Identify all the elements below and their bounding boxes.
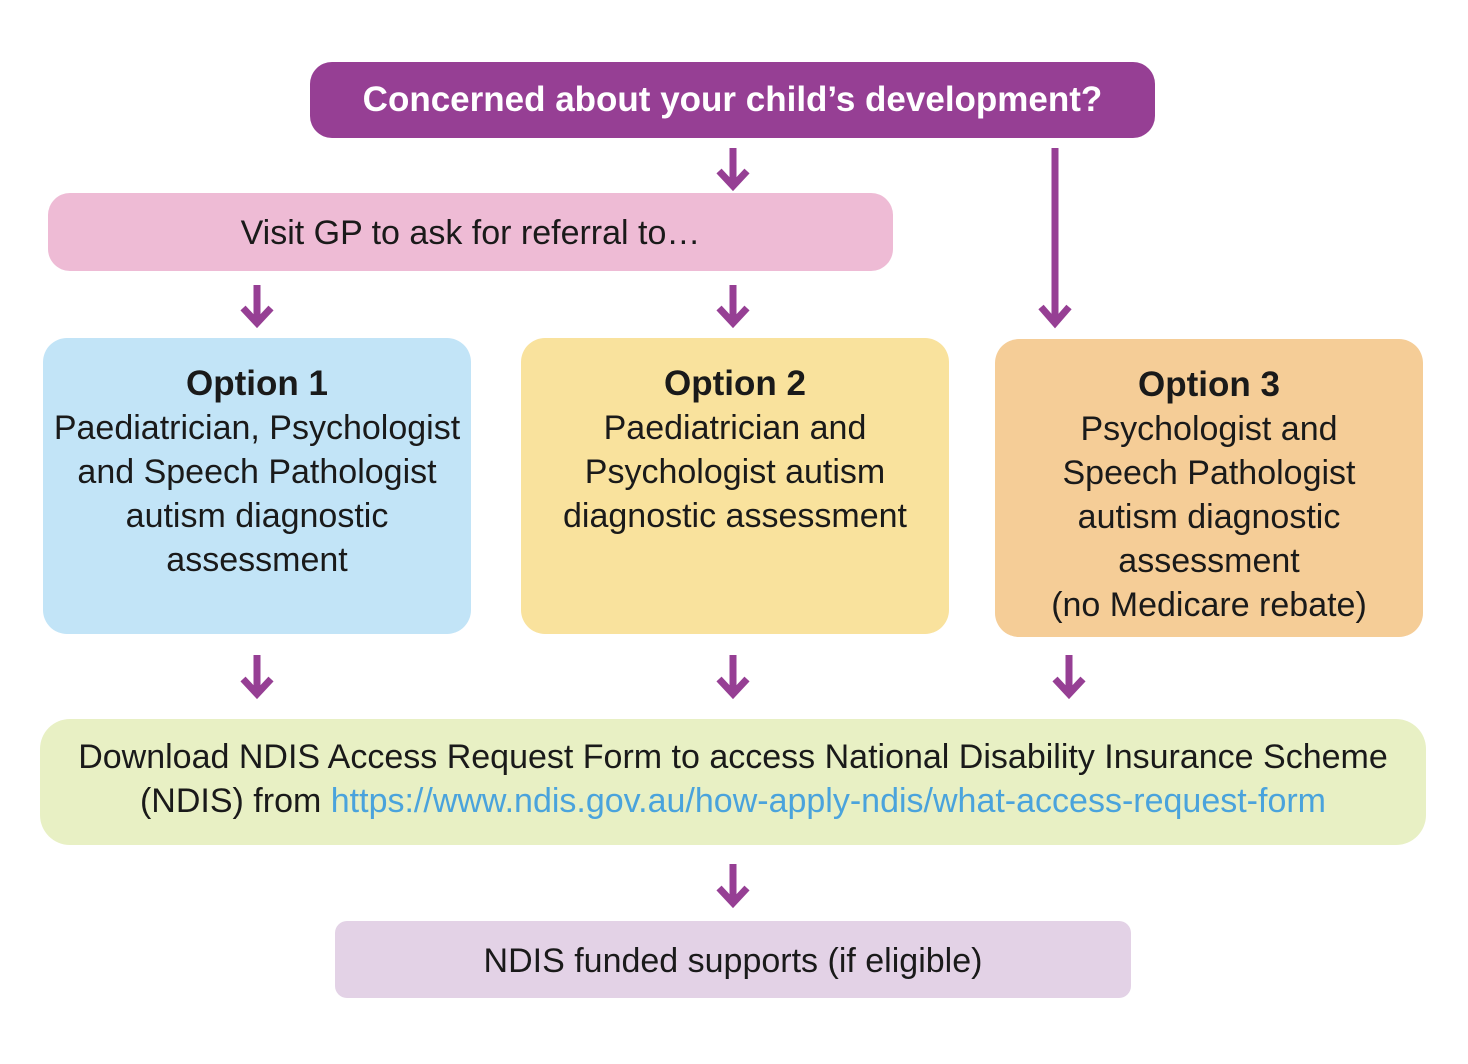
arrow-start-to-option-3 <box>1038 148 1072 329</box>
option-2-line: Paediatrician and <box>603 409 867 447</box>
ndis-access-line-2: (NDIS) from https://www.ndis.gov.au/how-… <box>40 779 1426 823</box>
ndis-access-line-1: Download NDIS Access Request Form to acc… <box>78 738 1388 776</box>
ndis-supports-label: NDIS funded supports (if eligible) <box>483 942 983 980</box>
option-2-line: diagnostic assessment <box>563 497 907 535</box>
start-node: Concerned about your child’s development… <box>310 62 1155 138</box>
option-1-line: Paediatrician, Psychologist <box>53 409 461 447</box>
option-1-node: Option 1 Paediatrician, Psychologist and… <box>43 338 471 634</box>
arrow-gp-to-option-2 <box>716 285 750 329</box>
arrow-ndis-to-supports <box>716 864 750 909</box>
start-node-label: Concerned about your child’s development… <box>362 80 1103 119</box>
arrow-start-to-gp <box>716 148 750 192</box>
option-3-line: assessment <box>1118 542 1300 580</box>
arrow-option-3-to-ndis <box>1052 655 1086 700</box>
option-3-node: Option 3 Psychologist and Speech Patholo… <box>995 339 1423 637</box>
gp-referral-node: Visit GP to ask for referral to… <box>48 193 893 271</box>
option-3-line: Psychologist and <box>1080 410 1338 448</box>
arrow-option-1-to-ndis <box>240 655 274 700</box>
option-1-title: Option 1 <box>186 364 328 403</box>
option-3-line: Speech Pathologist <box>1062 454 1356 492</box>
option-2-title: Option 2 <box>664 364 806 403</box>
option-3-line: (no Medicare rebate) <box>1051 586 1367 624</box>
arrow-option-2-to-ndis <box>716 655 750 700</box>
option-2-line: Psychologist autism <box>584 453 886 491</box>
option-1-line: and Speech Pathologist <box>77 453 437 491</box>
option-3-title: Option 3 <box>1138 365 1280 404</box>
ndis-access-node: Download NDIS Access Request Form to acc… <box>40 719 1426 845</box>
option-1-line: assessment <box>166 541 348 579</box>
ndis-access-line-2-prefix: (NDIS) from <box>139 782 331 820</box>
ndis-supports-node: NDIS funded supports (if eligible) <box>335 921 1131 998</box>
option-2-node: Option 2 Paediatrician and Psychologist … <box>521 338 949 634</box>
option-1-line: autism diagnostic <box>125 497 389 535</box>
ndis-form-link[interactable]: https://www.ndis.gov.au/how-apply-ndis/w… <box>330 782 1326 820</box>
gp-referral-label: Visit GP to ask for referral to… <box>240 214 701 252</box>
arrow-gp-to-option-1 <box>240 285 274 329</box>
option-3-line: autism diagnostic <box>1077 498 1341 536</box>
